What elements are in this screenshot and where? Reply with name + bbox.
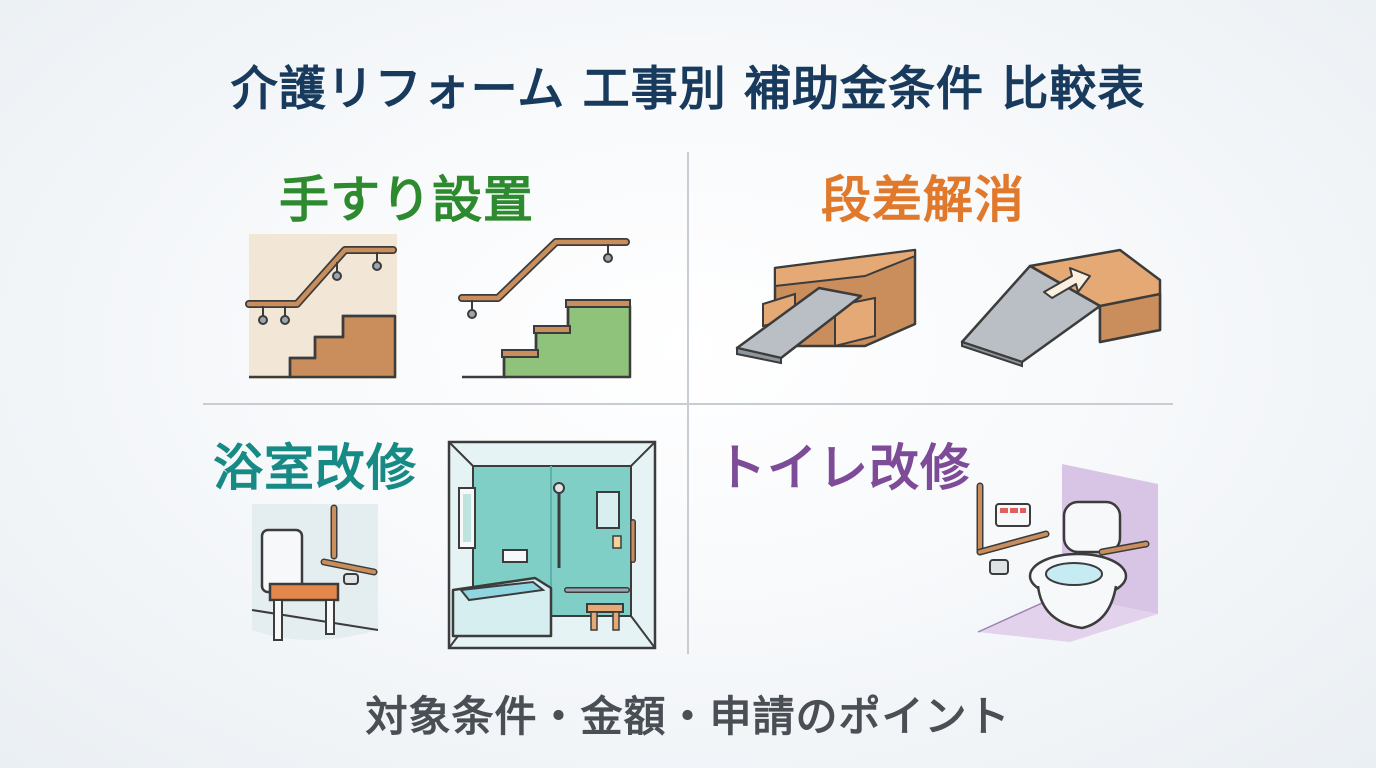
slope-ramp-arrow-icon [960,248,1162,368]
section-label-step-removal: 段差解消 [821,171,1025,229]
shower-chair-handrail-icon [251,504,379,641]
footer-caption: 対象条件・金額・申請のポイント [365,692,1011,741]
section-label-handrail: 手すり設置 [279,171,534,229]
accessible-bathroom-icon [447,440,657,650]
horizontal-divider [203,403,1173,405]
ramp-over-steps-icon [735,248,917,365]
section-label-bathroom: 浴室改修 [213,439,417,497]
stair-handrail-green-icon [458,238,632,379]
toilet-handrail-icon [976,464,1158,642]
stair-handrail-wall-icon [245,234,397,379]
section-label-toilet: トイレ改修 [716,439,971,497]
page-title: 介護リフォーム 工事別 補助金条件 比較表 [230,62,1146,117]
